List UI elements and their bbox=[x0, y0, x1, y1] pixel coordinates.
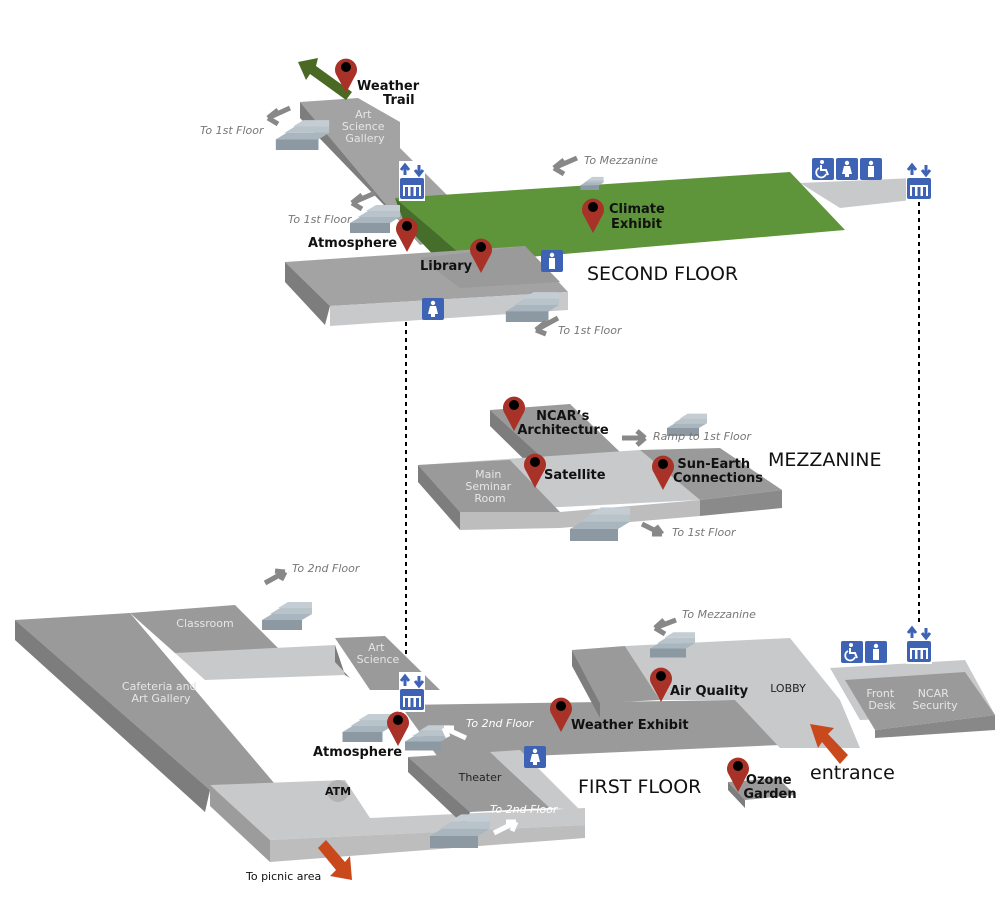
room-label-front-desk: Front Desk bbox=[866, 687, 897, 712]
picnic-area-label: To picnic area bbox=[245, 870, 321, 883]
second-floor: To 1st Floor To 1st Floor To 1st Floor T… bbox=[200, 58, 932, 337]
poi-satellite[interactable]: Satellite bbox=[544, 468, 606, 483]
room-label-classroom: Classroom bbox=[176, 617, 233, 630]
first-floor: To 2nd Floor To 2nd Floor To 2nd Floor T… bbox=[15, 562, 995, 883]
elevator-icon bbox=[906, 161, 932, 201]
south-corridor-floor bbox=[210, 780, 585, 840]
stair-label: To Mezzanine bbox=[584, 154, 658, 167]
cafeteria-floor[interactable] bbox=[15, 613, 280, 790]
mens-restroom-icon bbox=[541, 250, 563, 272]
elevator-icon bbox=[399, 161, 425, 201]
poi-atmosphere-1f[interactable]: Atmosphere bbox=[313, 745, 402, 760]
stair-label: To 1st Floor bbox=[558, 324, 623, 337]
map-pin-icon[interactable] bbox=[387, 711, 409, 746]
elevator-icon bbox=[906, 624, 932, 664]
poi-weather-exhibit[interactable]: Weather Exhibit bbox=[571, 718, 689, 733]
arrow-icon bbox=[552, 155, 578, 177]
arrow-icon bbox=[441, 725, 468, 741]
room-label-art-science: Art Science bbox=[357, 641, 400, 666]
arrow-icon bbox=[622, 429, 647, 447]
floor-label-mezzanine: MEZZANINE bbox=[768, 449, 881, 471]
second-floor-corridor bbox=[800, 178, 930, 208]
stairs-icon bbox=[262, 602, 312, 630]
weather-exhibit-floor[interactable] bbox=[400, 700, 780, 760]
weather-trail-arrow bbox=[298, 58, 352, 100]
atm-icon[interactable] bbox=[327, 780, 349, 802]
stair-label: To 2nd Floor bbox=[292, 562, 361, 575]
ozone-garden-area[interactable] bbox=[728, 778, 795, 800]
stair-label: To 1st Floor bbox=[200, 124, 265, 137]
seminar-room-area[interactable] bbox=[418, 460, 560, 512]
room-label-security: NCAR Security bbox=[912, 687, 958, 712]
picnic-area-arrow bbox=[318, 840, 352, 880]
stair-label: To 1st Floor bbox=[288, 213, 353, 226]
stair-label: Ramp to 1st Floor bbox=[653, 430, 753, 443]
room-label-gallery: Art Science Gallery bbox=[342, 108, 388, 145]
front-desk-security-floor[interactable] bbox=[845, 672, 995, 730]
arrow-icon bbox=[350, 190, 376, 212]
stair-label: To Mezzanine bbox=[682, 608, 756, 621]
womens-restroom-icon bbox=[524, 746, 546, 768]
poi-library[interactable]: Library bbox=[420, 259, 473, 274]
theater-floor[interactable] bbox=[408, 752, 550, 812]
arrow-icon bbox=[263, 568, 288, 586]
arrow-icon bbox=[266, 105, 292, 127]
stair-label: To 2nd Floor bbox=[490, 803, 559, 816]
poi-ozone-garden[interactable]: Ozone Garden bbox=[743, 773, 796, 802]
arrow-icon bbox=[534, 315, 560, 337]
poi-atmosphere-2f[interactable]: Atmosphere bbox=[308, 236, 397, 251]
arrow-icon bbox=[640, 521, 664, 537]
arrow-icon bbox=[492, 819, 519, 836]
womens-restroom-icon bbox=[422, 298, 444, 320]
climate-exhibit-area[interactable] bbox=[395, 172, 845, 262]
map-pin-icon[interactable] bbox=[396, 217, 418, 252]
poi-climate-exhibit[interactable]: Climate Exhibit bbox=[609, 202, 669, 232]
poi-air-quality[interactable]: Air Quality bbox=[670, 684, 749, 699]
stairs-icon bbox=[275, 120, 330, 150]
elevator-icon bbox=[399, 672, 425, 712]
stair-label: To 2nd Floor bbox=[466, 717, 535, 730]
entrance-arrow bbox=[810, 724, 848, 764]
poi-weather-trail[interactable]: Weather Trail bbox=[357, 79, 424, 108]
womens-restroom-icon bbox=[836, 158, 858, 180]
accessible-restroom-icon bbox=[812, 158, 834, 180]
mens-restroom-icon bbox=[865, 641, 887, 663]
classroom-floor[interactable] bbox=[130, 605, 285, 655]
stair-label: To 1st Floor bbox=[672, 526, 737, 539]
poi-ncar-architecture[interactable]: NCAR’s Architecture bbox=[517, 409, 609, 438]
room-label-lobby: LOBBY bbox=[770, 682, 806, 695]
floor-label-second: SECOND FLOOR bbox=[587, 263, 738, 285]
floor-label-first: FIRST FLOOR bbox=[578, 776, 701, 798]
room-label-seminar: Main Seminar Room bbox=[465, 468, 514, 505]
room-label-cafeteria: Cafeteria and Art Gallery bbox=[122, 680, 200, 705]
poi-sun-earth[interactable]: Sun-Earth Connections bbox=[673, 457, 763, 486]
mezzanine-floor: Ramp to 1st Floor To 1st Floor Main Semi… bbox=[418, 396, 881, 541]
architecture-area[interactable] bbox=[490, 404, 620, 460]
room-label-theater: Theater bbox=[458, 771, 502, 784]
sun-earth-area[interactable] bbox=[640, 448, 782, 500]
mens-restroom-icon bbox=[860, 158, 882, 180]
entrance-label: entrance bbox=[810, 762, 895, 784]
stairs-icon bbox=[342, 714, 393, 742]
arrow-icon bbox=[653, 617, 677, 637]
accessible-restroom-icon bbox=[841, 641, 863, 663]
atm-label: ATM bbox=[325, 785, 351, 798]
